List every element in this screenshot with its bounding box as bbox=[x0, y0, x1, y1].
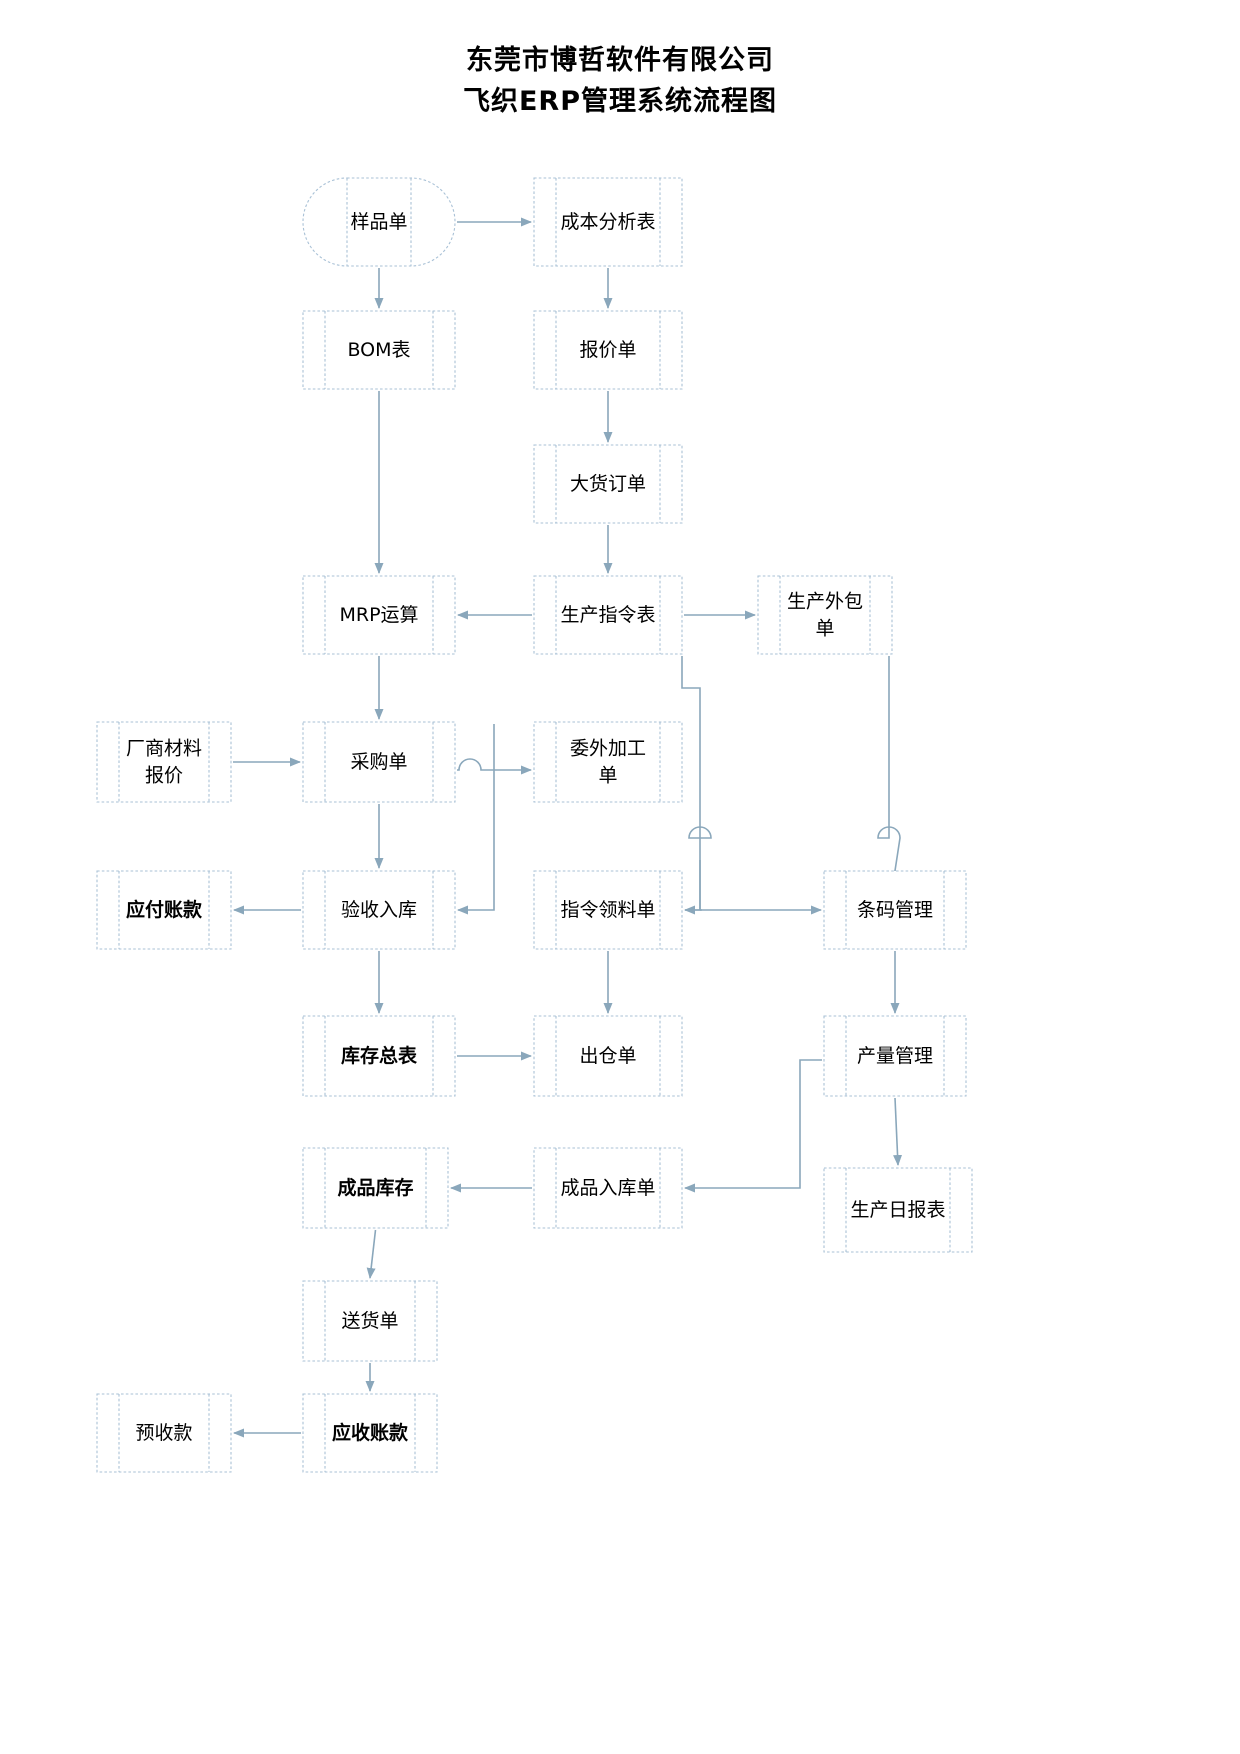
node-shape-rect bbox=[533, 444, 683, 524]
flow-node-bom[interactable]: BOM表 bbox=[302, 310, 456, 390]
node-label-purchase: 采购单 bbox=[350, 751, 407, 773]
flow-node-issuemat[interactable]: 指令领料单 bbox=[533, 870, 683, 950]
node-shape-rect bbox=[757, 575, 893, 655]
flow-node-vendorquote[interactable]: 厂商材料报价 bbox=[96, 721, 232, 803]
node-shape-rect bbox=[96, 721, 232, 803]
edge-fgstock-to-delivery bbox=[366, 1229, 377, 1279]
node-label-fgin: 成品入库单 bbox=[560, 1177, 655, 1199]
node-label-delivery: 送货单 bbox=[341, 1310, 398, 1332]
node-shape-rect bbox=[533, 575, 683, 655]
edge-output-to-dailyreport bbox=[893, 1097, 903, 1166]
node-label-outwarehouse: 出仓单 bbox=[579, 1045, 636, 1067]
flow-node-fgin[interactable]: 成品入库单 bbox=[533, 1147, 683, 1229]
node-label-fgstock: 成品库存 bbox=[337, 1176, 413, 1199]
flow-node-purchase[interactable]: 采购单 bbox=[302, 721, 456, 803]
node-label-issuemat: 指令领料单 bbox=[560, 899, 655, 921]
edges-layer bbox=[233, 217, 903, 1438]
node-shape-rect bbox=[823, 870, 967, 950]
node-shape-rect bbox=[302, 1147, 449, 1229]
flow-node-output[interactable]: 产量管理 bbox=[823, 1015, 967, 1097]
node-shape-rect bbox=[533, 721, 683, 803]
flow-node-prodorder[interactable]: 生产指令表 bbox=[533, 575, 683, 655]
flow-node-quote[interactable]: 报价单 bbox=[533, 310, 683, 390]
node-label-outsource: 生产外包单 bbox=[787, 590, 863, 639]
node-shape-rect bbox=[302, 575, 456, 655]
flow-node-mrp[interactable]: MRP运算 bbox=[302, 575, 456, 655]
flow-node-dailyreport[interactable]: 生产日报表 bbox=[823, 1167, 973, 1253]
node-label-bulkorder: 大货订单 bbox=[570, 473, 646, 495]
flow-node-cost[interactable]: 成本分析表 bbox=[533, 177, 683, 267]
node-shape-rect bbox=[533, 310, 683, 390]
node-shape-rect bbox=[302, 721, 456, 803]
node-label-dailyreport: 生产日报表 bbox=[850, 1199, 945, 1221]
node-label-prepaid: 预收款 bbox=[135, 1422, 192, 1444]
node-label-quote: 报价单 bbox=[579, 339, 636, 361]
node-label-stocktotal: 库存总表 bbox=[341, 1044, 418, 1067]
flow-node-payable[interactable]: 应付账款 bbox=[96, 870, 232, 950]
node-label-vendorquote: 厂商材料报价 bbox=[126, 737, 202, 786]
flow-node-outproc[interactable]: 委外加工单 bbox=[533, 721, 683, 803]
node-shape-rect bbox=[302, 310, 456, 390]
flow-node-delivery[interactable]: 送货单 bbox=[302, 1280, 438, 1362]
edge-outsource-down bbox=[877, 656, 901, 911]
node-shape-rect bbox=[302, 870, 456, 950]
flow-node-sample[interactable]: 样品单 bbox=[302, 177, 456, 267]
edge-output-to-fgin bbox=[684, 1059, 822, 1193]
flow-node-stocktotal[interactable]: 库存总表 bbox=[302, 1015, 456, 1097]
node-label-bom: BOM表 bbox=[347, 339, 410, 361]
flow-node-outsource[interactable]: 生产外包单 bbox=[757, 575, 893, 655]
edge-prodorder-to-issuemat bbox=[681, 656, 712, 911]
edge-outproc-to-receiving bbox=[457, 724, 495, 915]
node-label-outproc: 委外加工单 bbox=[570, 737, 646, 786]
flow-node-bulkorder[interactable]: 大货订单 bbox=[533, 444, 683, 524]
node-label-cost: 成本分析表 bbox=[560, 211, 655, 233]
node-shape-rect bbox=[302, 1015, 456, 1097]
node-label-prodorder: 生产指令表 bbox=[560, 604, 655, 626]
node-label-output: 产量管理 bbox=[857, 1045, 933, 1067]
flow-node-prepaid[interactable]: 预收款 bbox=[96, 1393, 232, 1473]
node-label-receivable: 应收账款 bbox=[332, 1421, 409, 1444]
node-shape-rect bbox=[533, 870, 683, 950]
flow-node-receiving[interactable]: 验收入库 bbox=[302, 870, 456, 950]
node-shape-rect bbox=[823, 1167, 973, 1253]
node-label-receiving: 验收入库 bbox=[341, 899, 417, 921]
node-shape-rect bbox=[533, 1147, 683, 1229]
flow-node-receivable[interactable]: 应收账款 bbox=[302, 1393, 438, 1473]
flow-node-fgstock[interactable]: 成品库存 bbox=[302, 1147, 449, 1229]
node-shape-rect bbox=[533, 1015, 683, 1097]
node-label-sample: 样品单 bbox=[350, 211, 407, 233]
edge-purchase-to-outproc bbox=[457, 758, 532, 775]
node-label-mrp: MRP运算 bbox=[339, 604, 418, 626]
flow-node-outwarehouse[interactable]: 出仓单 bbox=[533, 1015, 683, 1097]
node-shape-rect bbox=[823, 1015, 967, 1097]
flow-node-barcode[interactable]: 条码管理 bbox=[823, 870, 967, 950]
node-label-payable: 应付账款 bbox=[126, 898, 203, 921]
node-shape-rect bbox=[533, 177, 683, 267]
node-label-barcode: 条码管理 bbox=[857, 899, 933, 921]
